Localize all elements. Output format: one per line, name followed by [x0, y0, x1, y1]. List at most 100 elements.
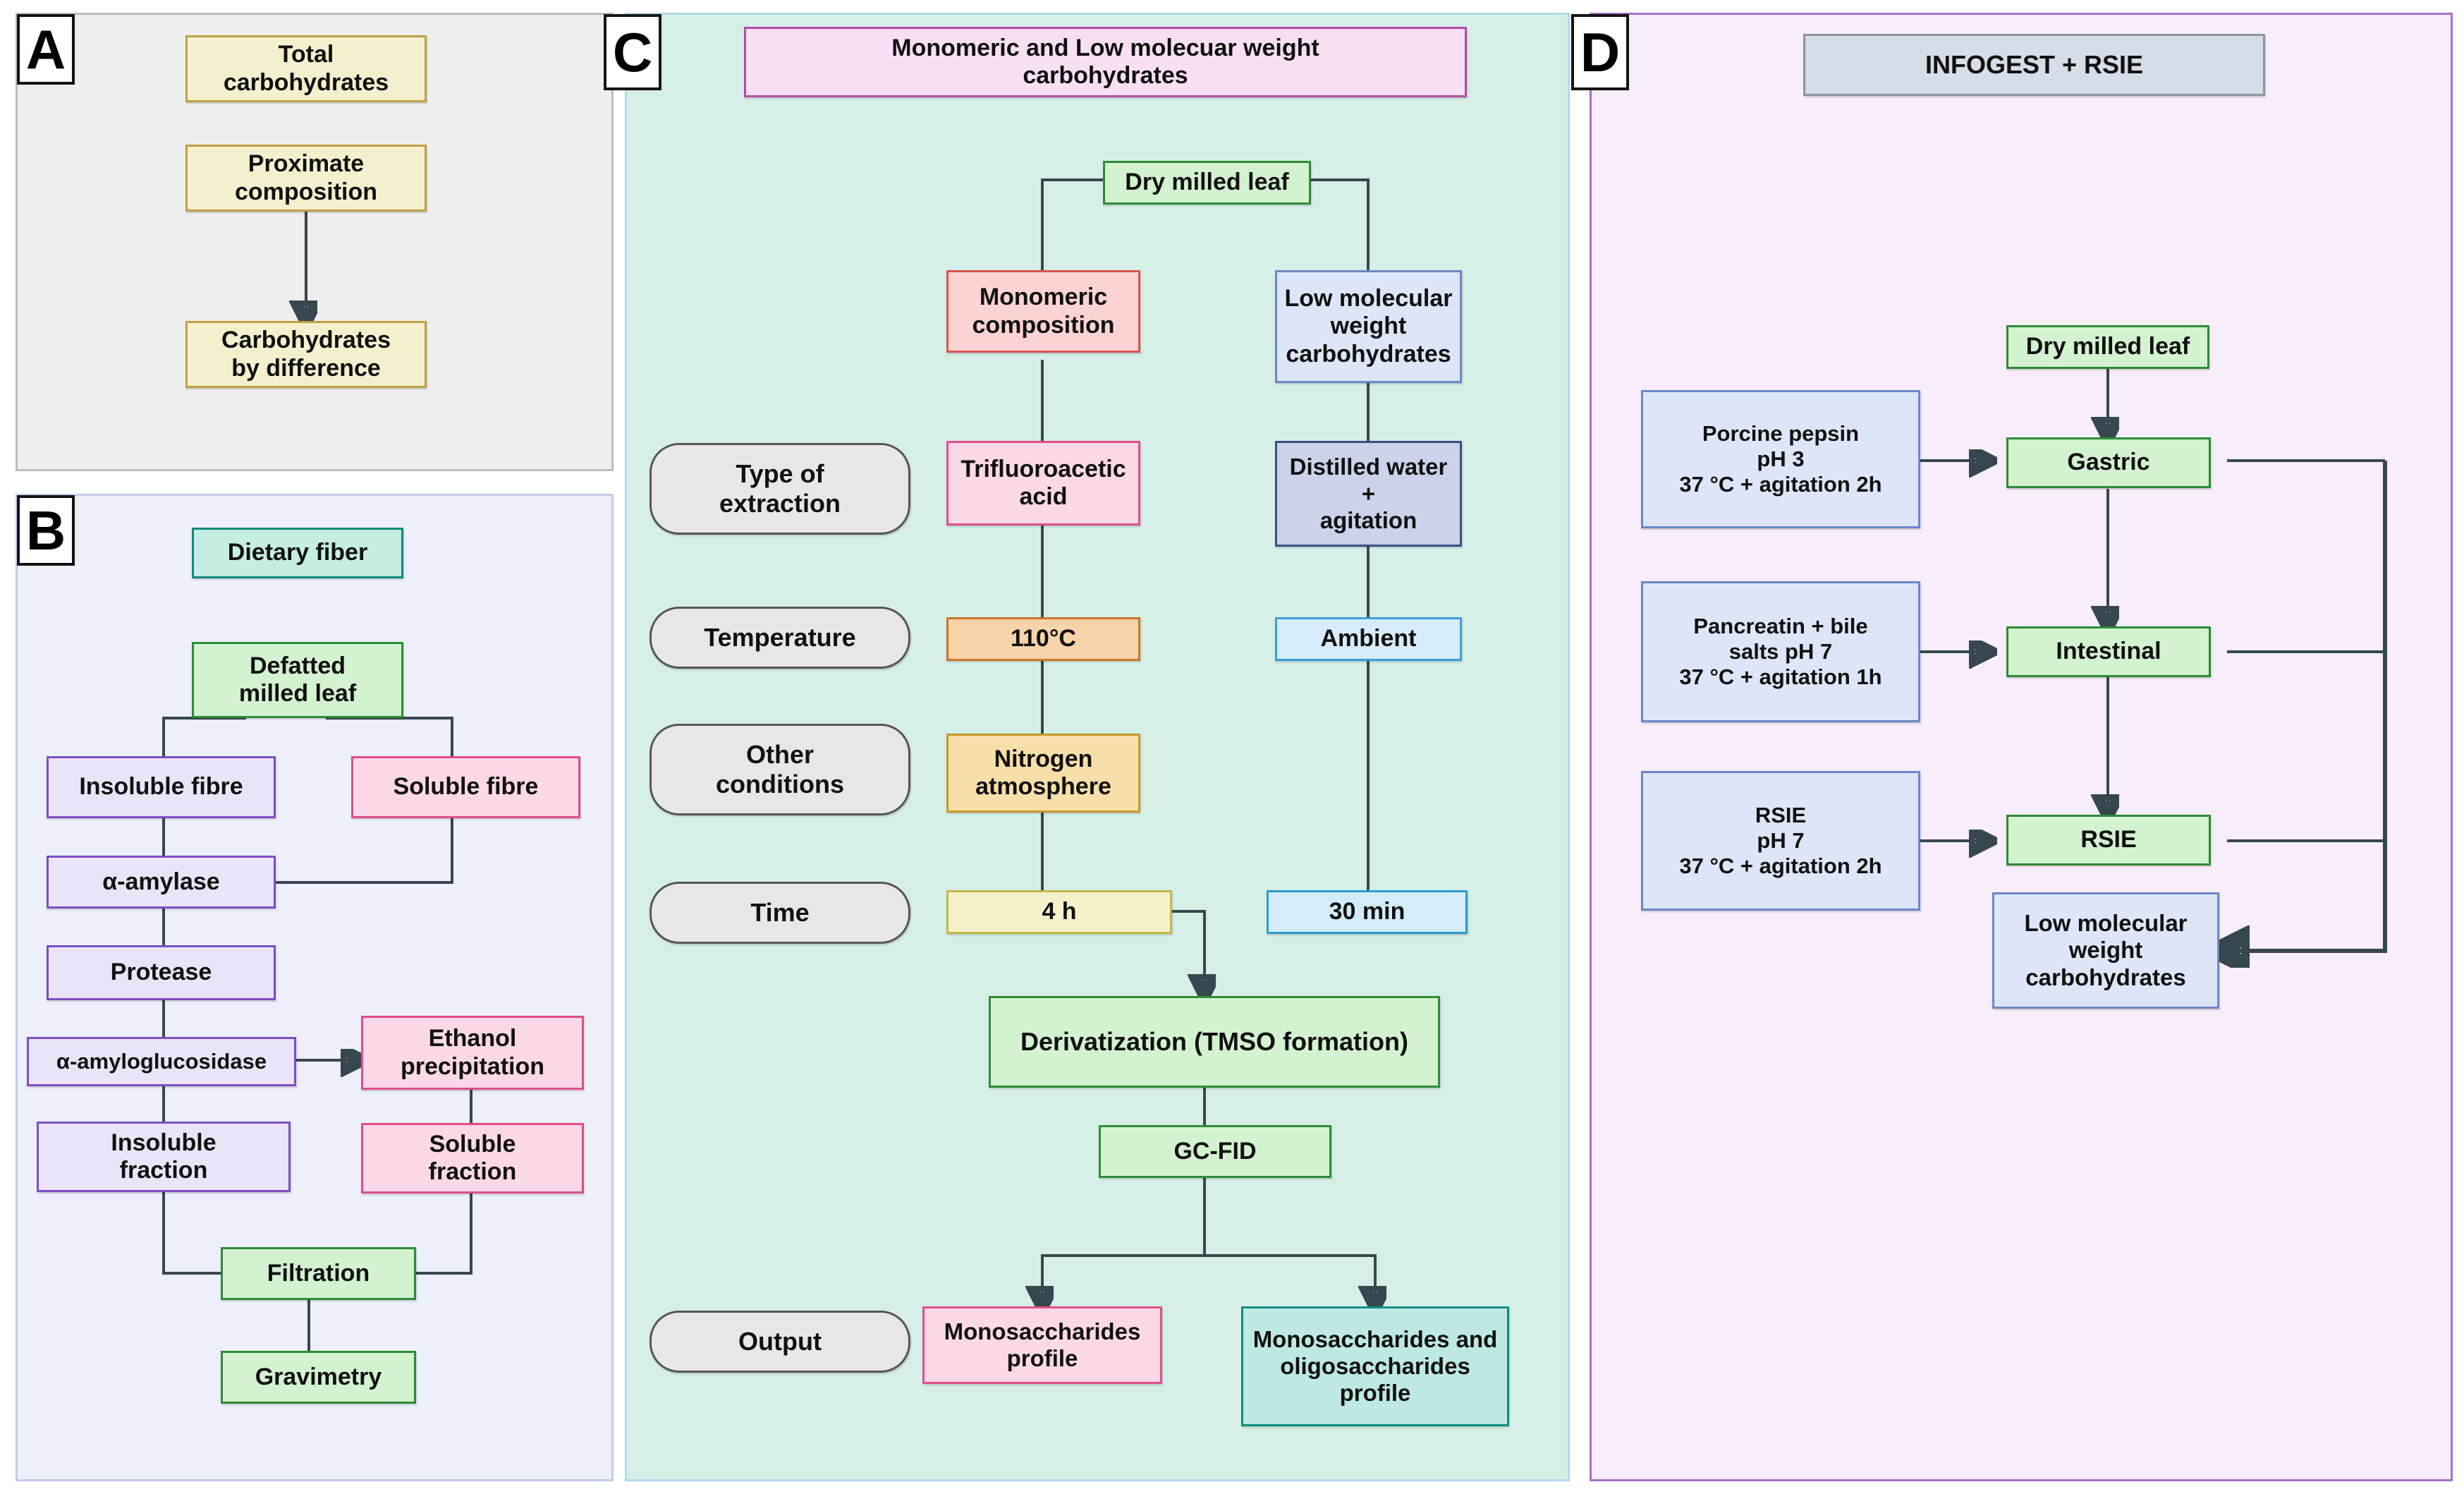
node-line: Ethanol [428, 1025, 517, 1052]
node-line: pH 3 [1757, 447, 1805, 472]
node-line: atmosphere [975, 773, 1111, 800]
node-line: Low molecular [1284, 284, 1453, 312]
node-line: Derivatization (TMSO formation) [1020, 1027, 1409, 1057]
node-gc-fid: GC-FID [1099, 1125, 1331, 1178]
node-line: Total [278, 41, 334, 68]
node-proximate-composition: Proximate composition [185, 145, 427, 212]
node-monosaccharides-oligosaccharides-profile: Monosaccharides and oligosaccharides pro… [1241, 1306, 1509, 1426]
node-line: composition [972, 311, 1115, 339]
node-protease: Protease [47, 945, 276, 1000]
node-line: RSIE [1755, 803, 1807, 828]
node-line: Nitrogen [994, 745, 1093, 772]
node-alpha-amylase: α-amylase [47, 856, 276, 909]
node-rsie-reagent: RSIE pH 7 37 °C + agitation 2h [1641, 771, 1920, 911]
node-time-4h: 4 h [946, 890, 1172, 934]
node-line: 37 °C + agitation 1h [1679, 664, 1882, 689]
node-line: milled leaf [238, 680, 357, 707]
node-line: RSIE [2080, 826, 2137, 854]
node-total-carbohydrates: Total carbohydrates [185, 35, 427, 102]
node-carbohydrates-by-difference: Carbohydrates by difference [185, 321, 427, 388]
title-line: INFOGEST + RSIE [1925, 50, 2144, 80]
node-low-molecular-weight-carbohydrates-d: Low molecular weight carbohydrates [1992, 892, 2219, 1009]
row-label-time: Time [649, 882, 910, 944]
title-line: Monomeric and Low molecuar weight [891, 34, 1319, 61]
node-line: Carbohydrates [221, 327, 391, 354]
node-monosaccharides-profile: Monosaccharides profile [922, 1306, 1162, 1384]
node-dry-milled-leaf-d: Dry milled leaf [2006, 325, 2209, 369]
node-porcine-pepsin: Porcine pepsin pH 3 37 °C + agitation 2h [1641, 390, 1920, 528]
panel-label-c: C [604, 14, 661, 90]
panel-c-title: Monomeric and Low molecuar weight carboh… [744, 27, 1467, 97]
label-line: Other [745, 740, 814, 770]
node-line: agitation [1319, 507, 1417, 534]
node-temperature-ambient: Ambient [1275, 617, 1462, 661]
node-gravimetry: Gravimetry [221, 1351, 416, 1404]
row-label-temperature: Temperature [649, 607, 910, 669]
label-line: extraction [719, 489, 841, 518]
panel-label-b: B [17, 495, 75, 566]
node-filtration: Filtration [221, 1247, 416, 1300]
node-line: profile [1339, 1380, 1411, 1407]
node-line: GC-FID [1173, 1137, 1257, 1165]
node-line: Insoluble [111, 1129, 216, 1156]
node-low-molecular-weight-carbohydrates-c: Low molecular weight carbohydrates [1275, 270, 1462, 383]
node-line: Filtration [267, 1259, 370, 1287]
node-line: weight [2068, 937, 2143, 964]
node-line: Defatted [249, 652, 346, 679]
node-line: weight [1330, 312, 1407, 340]
node-line: 110°C [1010, 625, 1076, 652]
node-line: Dry milled leaf [2025, 333, 2190, 360]
node-line: α-amylase [102, 868, 220, 895]
row-label-other-conditions: Other conditions [649, 724, 910, 815]
node-line: Monosaccharides [944, 1318, 1141, 1344]
node-line: Ambient [1320, 625, 1417, 652]
node-line: 4 h [1042, 898, 1077, 925]
node-line: fraction [428, 1158, 517, 1185]
node-gastric: Gastric [2006, 437, 2211, 488]
node-line: Protease [110, 959, 212, 986]
node-pancreatin-bile-salts: Pancreatin + bile salts pH 7 37 °C + agi… [1641, 581, 1920, 722]
node-defatted-milled-leaf: Defatted milled leaf [192, 642, 403, 718]
node-line: 30 min [1329, 898, 1405, 925]
node-line: Monomeric [979, 284, 1108, 311]
node-line: 37 °C + agitation 2h [1679, 471, 1882, 497]
node-dietary-fiber: Dietary fiber [192, 528, 403, 578]
node-insoluble-fibre: Insoluble fibre [47, 756, 276, 818]
node-line: Insoluble fibre [79, 773, 243, 801]
node-derivatization: Derivatization (TMSO formation) [989, 996, 1440, 1088]
node-line: Intestinal [2056, 638, 2161, 665]
node-line: Monosaccharides and [1252, 1325, 1498, 1352]
node-line: profile [1006, 1345, 1078, 1371]
node-line: salts pH 7 [1728, 639, 1833, 664]
label-line: Output [738, 1327, 822, 1356]
node-line: Porcine pepsin [1702, 421, 1860, 447]
label-line: Temperature [704, 623, 856, 652]
node-line: pH 7 [1757, 828, 1805, 854]
node-trifluoroacetic-acid: Trifluoroacetic acid [946, 441, 1140, 526]
node-line: + [1361, 480, 1376, 506]
row-label-output: Output [649, 1311, 910, 1373]
node-line: Trifluoroacetic [960, 455, 1126, 482]
node-monomeric-composition: Monomeric composition [946, 270, 1140, 353]
node-line: Proximate [248, 150, 365, 178]
node-temperature-110c: 110°C [946, 617, 1140, 661]
panel-label-a: A [17, 14, 75, 85]
node-line: carbohydrates [223, 68, 389, 96]
node-line: Pancreatin + bile [1693, 614, 1868, 639]
node-distilled-water-agitation: Distilled water + agitation [1275, 441, 1462, 547]
panel-d-title: INFOGEST + RSIE [1803, 34, 2265, 96]
node-line: fraction [119, 1157, 208, 1184]
node-line: Gravimetry [255, 1363, 382, 1390]
node-line: by difference [231, 354, 381, 382]
node-line: Dry milled leaf [1125, 169, 1289, 196]
node-line: composition [234, 178, 378, 205]
label-line: Time [750, 898, 810, 928]
node-line: 37 °C + agitation 2h [1679, 853, 1882, 878]
node-line: carbohydrates [1286, 340, 1451, 368]
node-line: Low molecular [2024, 910, 2188, 937]
panel-d-background [1590, 13, 2453, 1481]
node-insoluble-fraction: Insoluble fraction [37, 1122, 291, 1192]
node-ethanol-precipitation: Ethanol precipitation [361, 1016, 584, 1090]
node-soluble-fibre: Soluble fibre [351, 756, 580, 818]
panel-label-d: D [1571, 14, 1629, 90]
